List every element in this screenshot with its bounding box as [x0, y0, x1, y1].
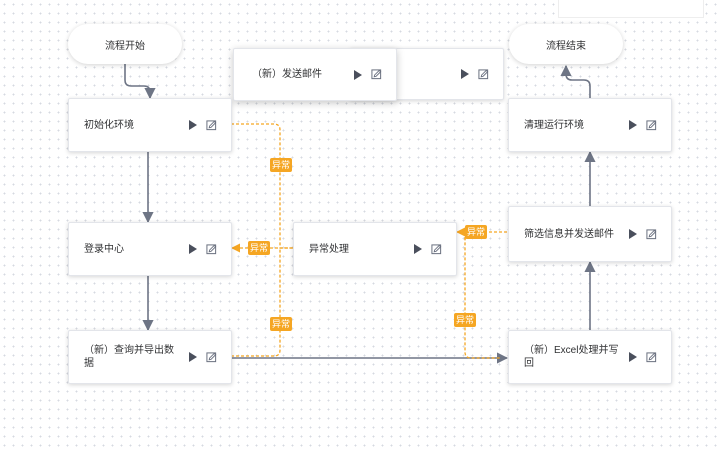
edge-init-exception	[231, 123, 293, 249]
exception-tag: 异常	[454, 313, 477, 327]
start-node-label: 流程开始	[105, 40, 145, 52]
edit-icon[interactable]	[478, 68, 489, 80]
play-icon[interactable]	[189, 120, 197, 130]
edit-icon[interactable]	[206, 351, 217, 363]
excel-write-node[interactable]: （新）Excel处理并写回	[508, 330, 672, 384]
filter-send-node[interactable]: 筛选信息并发送邮件	[508, 206, 672, 262]
play-icon[interactable]	[189, 244, 197, 254]
exception-label: 异常处理	[309, 243, 349, 255]
toolbar-strip	[558, 0, 704, 18]
excel-write-label: （新）Excel处理并写回	[524, 345, 619, 369]
edit-icon[interactable]	[646, 119, 657, 131]
end-node[interactable]: 流程结束	[509, 24, 623, 64]
login-label: 登录中心	[84, 243, 124, 255]
send-mail-label: （新）发送邮件	[252, 69, 322, 80]
edit-icon[interactable]	[646, 351, 657, 363]
query-export-node[interactable]: （新）查询并导出数据	[68, 330, 232, 384]
play-icon[interactable]	[414, 244, 422, 254]
exception-tag: 异常	[270, 158, 293, 172]
edit-icon[interactable]	[206, 243, 217, 255]
edit-icon[interactable]	[206, 119, 217, 131]
edge-filter-exception	[464, 231, 507, 359]
play-icon[interactable]	[629, 352, 637, 362]
init-env-node[interactable]: 初始化环境	[68, 98, 232, 152]
query-export-label: （新）查询并导出数据	[84, 345, 174, 369]
end-node-label: 流程结束	[546, 40, 586, 52]
play-icon[interactable]	[354, 69, 362, 80]
edit-icon[interactable]	[371, 69, 382, 80]
play-icon[interactable]	[629, 120, 637, 130]
exception-node[interactable]: 异常处理	[293, 222, 457, 276]
edge-cleanup-end	[560, 64, 591, 98]
start-node[interactable]: 流程开始	[68, 24, 182, 64]
edge-query-exception	[231, 248, 281, 357]
init-env-label: 初始化环境	[84, 119, 134, 131]
play-icon[interactable]	[189, 352, 197, 362]
cleanup-env-label: 清理运行环境	[524, 119, 584, 131]
exception-tag: 异常	[270, 317, 293, 331]
exception-tag: 异常	[248, 241, 271, 255]
filter-send-label: 筛选信息并发送邮件	[524, 228, 614, 240]
login-node[interactable]: 登录中心	[68, 222, 232, 276]
cleanup-env-node[interactable]: 清理运行环境	[508, 98, 672, 152]
edit-icon[interactable]	[646, 228, 657, 240]
exception-tag: 异常	[465, 225, 488, 239]
play-icon[interactable]	[461, 69, 469, 79]
edge-to-exception-right	[456, 227, 466, 240]
play-icon[interactable]	[629, 229, 637, 239]
edit-icon[interactable]	[431, 243, 442, 255]
edge-start-init	[124, 64, 156, 100]
send-mail-node[interactable]: （新）发送邮件	[233, 48, 397, 101]
